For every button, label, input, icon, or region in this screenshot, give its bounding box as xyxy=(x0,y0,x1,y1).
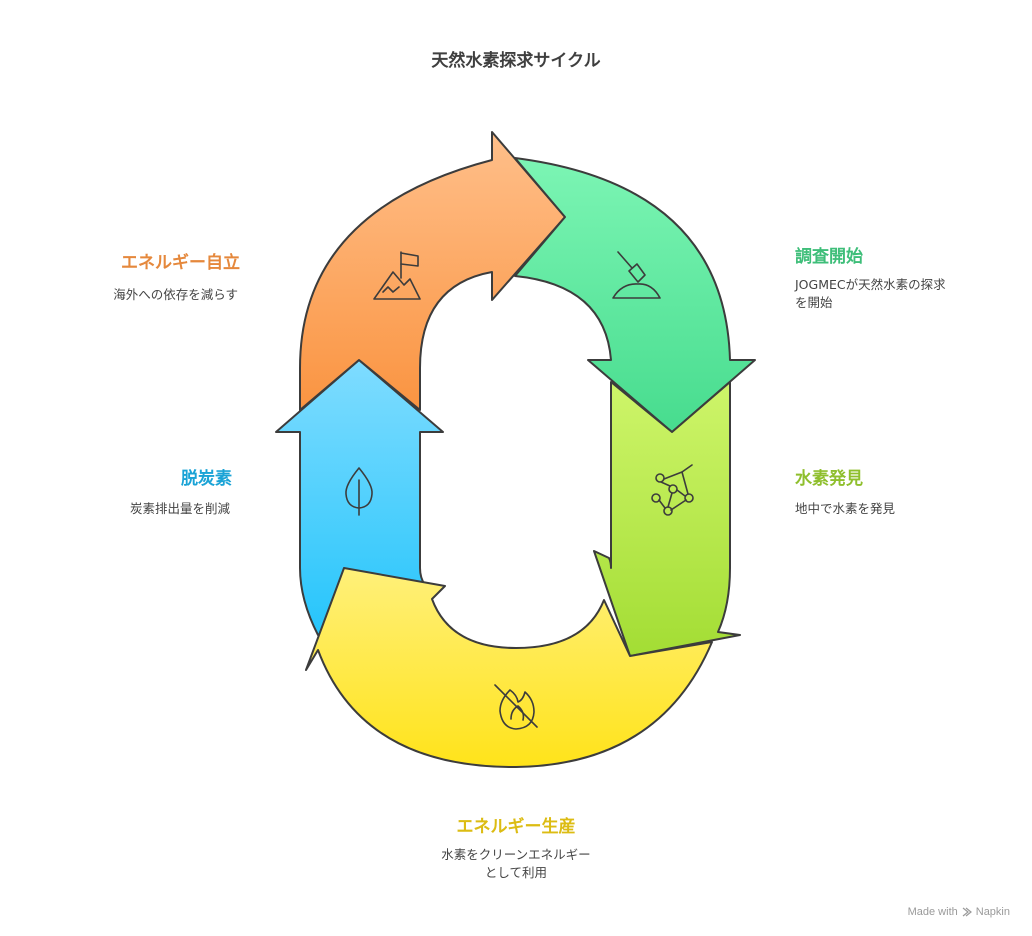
napkin-brand: Napkin xyxy=(975,906,1010,918)
desc-line: を開始 xyxy=(795,295,833,310)
desc-line: 地中で水素を発見 xyxy=(795,501,896,516)
step-desc-energy-independence: 海外への依存を減らす xyxy=(113,286,238,304)
arrow-hydrogen-discovery xyxy=(593,381,741,657)
desc-line: JOGMECが天然水素の探求 xyxy=(795,277,946,292)
napkin-logo-icon xyxy=(962,907,972,917)
desc-line: 水素をクリーンエネルギー xyxy=(441,847,591,862)
step-desc-hydrogen-discovery: 地中で水素を発見 xyxy=(795,500,895,518)
flame-off-icon xyxy=(494,684,538,730)
step-title-hydrogen-discovery: 水素発見 xyxy=(795,469,863,489)
shovel-icon xyxy=(612,251,661,299)
desc-line: 海外への依存を減らす xyxy=(113,287,238,302)
step-title-decarbonize: 脱炭素 xyxy=(181,469,232,489)
desc-line: 炭素排出量を削減 xyxy=(129,501,230,516)
arrow-energy-independence xyxy=(299,131,566,411)
step-title-energy-independence: エネルギー自立 xyxy=(121,253,240,273)
step-desc-decarbonize: 炭素排出量を削減 xyxy=(130,500,230,518)
diagram-title: 天然水素探求サイクル xyxy=(431,51,601,71)
network-icon xyxy=(651,464,694,516)
leaf-icon xyxy=(345,467,373,516)
made-with-text: Made with xyxy=(907,906,958,918)
desc-line: として利用 xyxy=(484,865,548,880)
mountain-flag-icon xyxy=(373,251,421,300)
step-desc-energy-production: 水素をクリーンエネルギー として利用 xyxy=(396,846,636,882)
step-title-survey-start: 調査開始 xyxy=(795,247,863,267)
arrow-survey-start xyxy=(514,157,756,433)
made-with-footer: Made with Napkin xyxy=(908,906,1010,918)
step-desc-survey-start: JOGMECが天然水素の探求 を開始 xyxy=(795,276,946,312)
arrow-energy-production xyxy=(305,567,713,769)
step-title-energy-production: エネルギー生産 xyxy=(456,817,576,837)
